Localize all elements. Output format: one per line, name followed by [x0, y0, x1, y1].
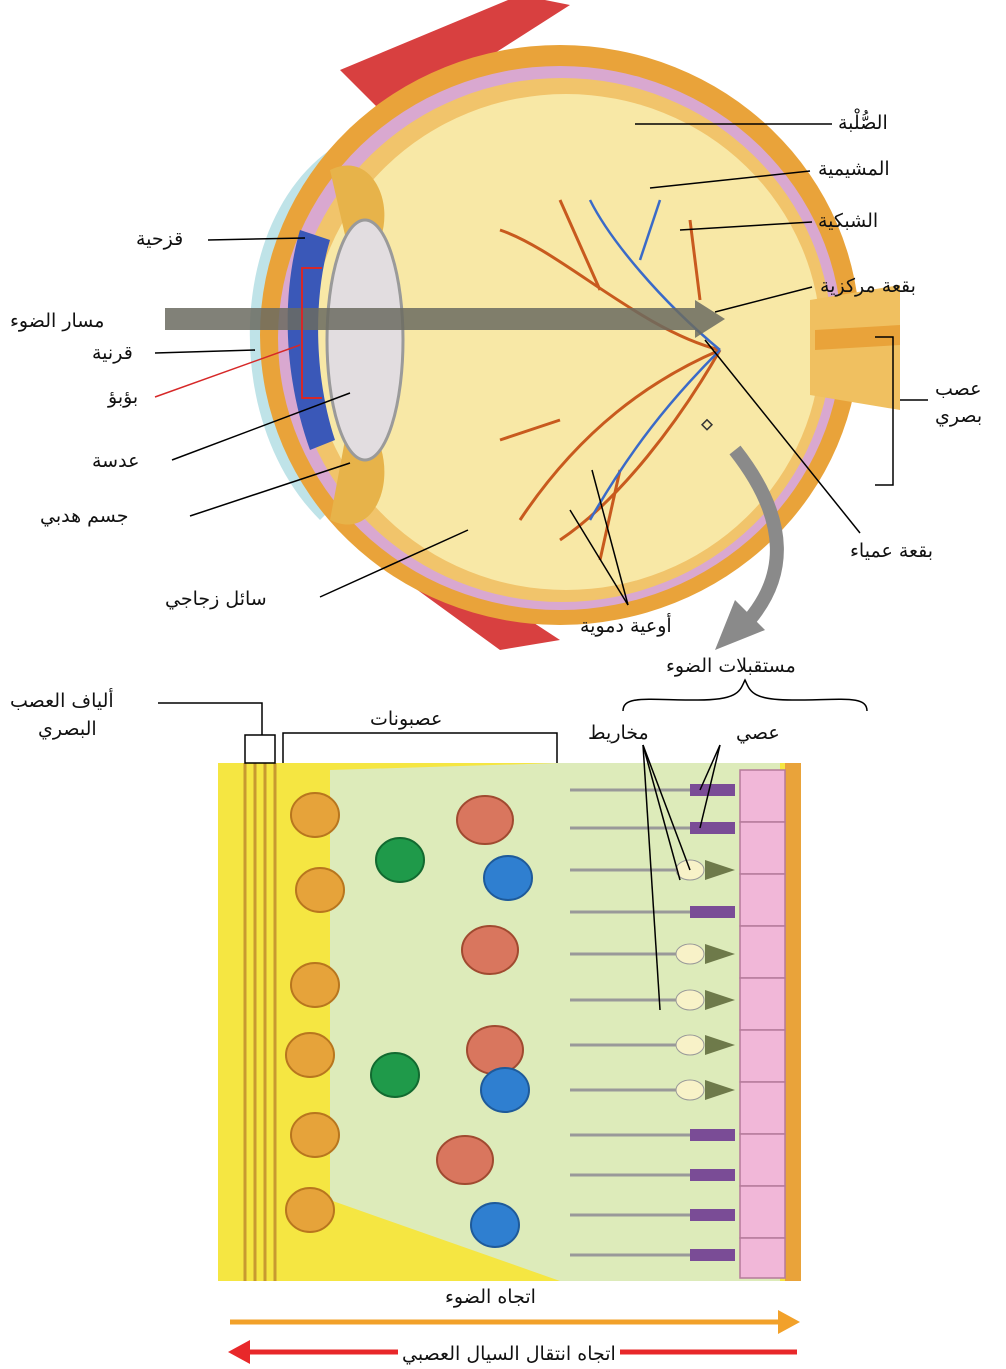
lens-shape — [327, 220, 403, 460]
label-optic-nerve-2: بصري — [935, 405, 982, 428]
label-vitreous: سائل زجاجي — [165, 588, 267, 611]
label-photoreceptors: مستقبلات الضوء — [666, 655, 796, 678]
label-ciliary-body: جسم هدبي — [40, 505, 129, 528]
label-blind-spot: بقعة عمياء — [850, 540, 933, 563]
label-optic-fibers-2: البصري — [38, 718, 97, 741]
label-pupil: بؤبؤ — [108, 386, 138, 409]
label-blood-vessels: أوعية دموية — [580, 615, 672, 638]
label-light-path: مسار الضوء — [10, 310, 104, 333]
label-sclera: الصُّلْبة — [838, 112, 888, 135]
pigment-cells — [740, 770, 785, 1278]
label-choroid: المشيمية — [818, 158, 890, 181]
label-cornea: قرنية — [92, 342, 133, 365]
label-retina: الشبكية — [818, 210, 878, 233]
label-lens: عدسة — [92, 450, 139, 473]
light-direction-arrow — [230, 1310, 800, 1334]
light-path-bar — [165, 308, 695, 330]
label-fovea: بقعة مركزية — [820, 275, 916, 298]
eye-cross-section — [165, 0, 900, 650]
label-neurons: عصبونات — [370, 708, 442, 731]
label-optic-nerve-1: عصب — [935, 378, 981, 401]
label-optic-fibers-1: ألياف العصب — [10, 690, 114, 713]
label-light-direction: اتجاه الضوء — [445, 1286, 536, 1309]
label-cones: مخاريط — [588, 722, 649, 745]
label-rods: عصي — [736, 722, 780, 745]
label-iris: قزحية — [136, 228, 183, 251]
label-impulse-direction: اتجاه انتقال السيال العصبي — [398, 1343, 620, 1366]
outer-retina-strip — [785, 763, 801, 1281]
retina-detail — [218, 763, 801, 1281]
